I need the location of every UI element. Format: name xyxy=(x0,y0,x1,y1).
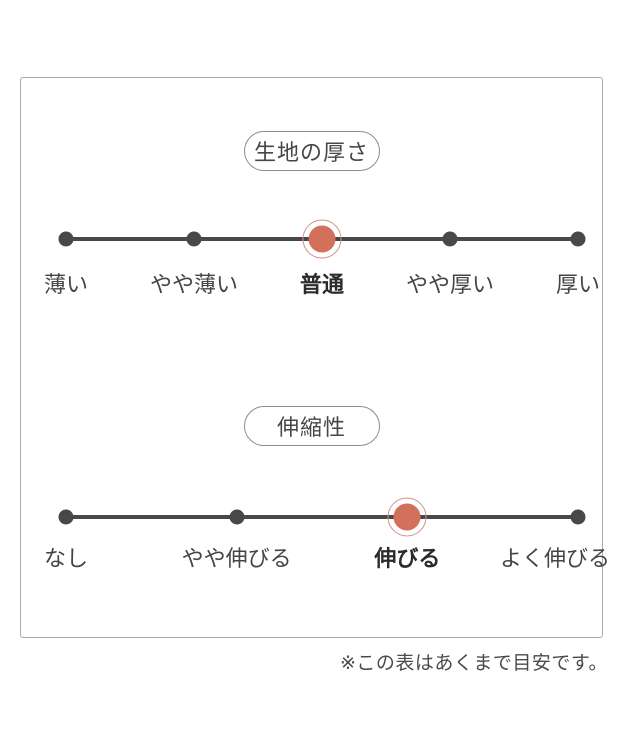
scale-point-label: やや厚い xyxy=(405,273,495,298)
scale-labels: なし やや伸びる 伸びる よく伸びる xyxy=(44,545,610,575)
scale-point-dot xyxy=(186,231,202,247)
scale-point-dot-selected xyxy=(308,225,336,253)
scale-point-dot xyxy=(229,509,245,525)
scale-point-dot xyxy=(58,231,74,247)
disclaimer-note: ※この表はあくまで目安です。 xyxy=(339,652,608,674)
scale-point-label: なし xyxy=(43,547,89,572)
scale-point-dot xyxy=(58,509,74,525)
scale-point-dot xyxy=(570,231,586,247)
scale-point-label: やや薄い xyxy=(149,273,239,298)
scale-title-pill: 伸縮性 xyxy=(243,406,380,446)
scale-track-line xyxy=(66,515,578,519)
scale-point-label: 厚い xyxy=(555,273,601,298)
scale-point-label: 普通 xyxy=(299,273,345,298)
scale-point-dot xyxy=(442,231,458,247)
scale-point-label: 薄い xyxy=(43,273,89,298)
selected-point-ring xyxy=(302,219,342,259)
scale-title-pill: 生地の厚さ xyxy=(243,131,380,171)
scale-point-dot-selected xyxy=(393,503,421,531)
scale-point-dot xyxy=(570,509,586,525)
scale-point-label: よく伸びる xyxy=(499,547,610,572)
scale-point-label: やや伸びる xyxy=(181,547,292,572)
scale-point-label: 伸びる xyxy=(374,547,441,572)
spec-chart-box: 生地の厚さ薄い やや薄い 普通 やや厚い 厚い伸縮性なし やや伸びる 伸びる よく伸びる xyxy=(20,77,610,638)
selected-point-ring xyxy=(387,497,427,537)
scale-labels: 薄い やや薄い 普通 やや厚い 厚い xyxy=(44,271,600,301)
